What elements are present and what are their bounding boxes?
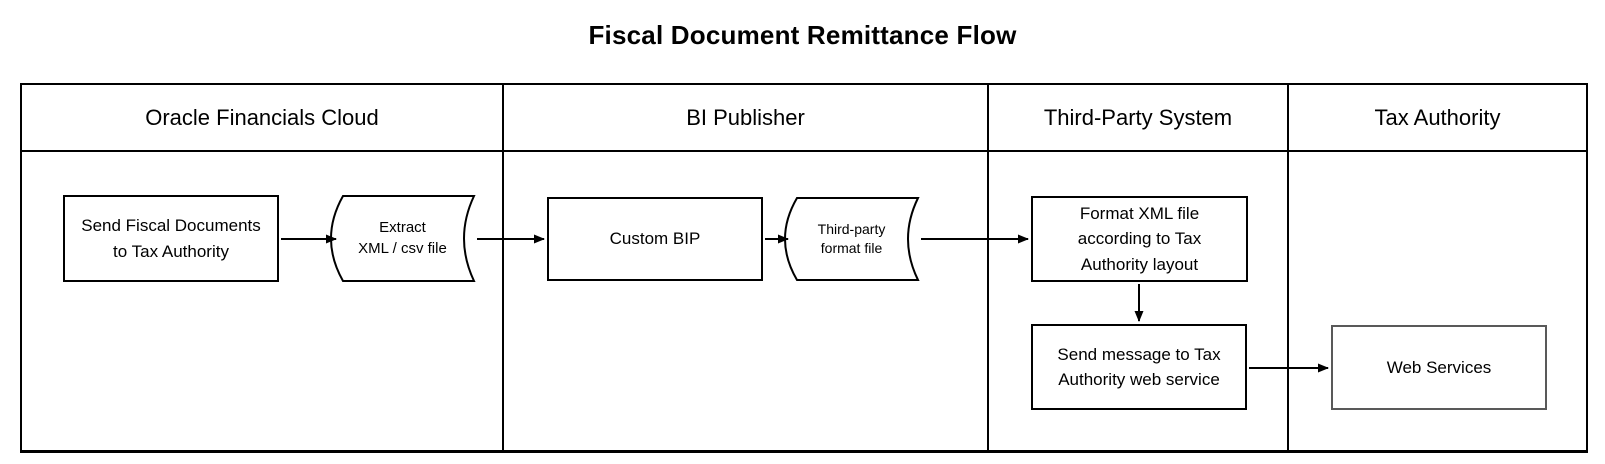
diagram-title: Fiscal Document Remittance Flow xyxy=(588,20,1017,50)
node-label-line: to Tax Authority xyxy=(113,241,229,261)
node-label-line: Authority web service xyxy=(1058,370,1220,389)
node-label-line: Web Services xyxy=(1386,357,1492,377)
node-format-xml-file: Format XML file according to Tax Authori… xyxy=(1031,196,1248,282)
node-label-line: Send message to Tax xyxy=(1057,344,1221,364)
lane-header-bi-publisher: BI Publisher xyxy=(504,85,987,152)
node-label-line: according to Tax xyxy=(1077,229,1202,249)
stored-data-shape xyxy=(784,197,920,281)
node-label-line: Authority layout xyxy=(1080,254,1199,274)
node-label: Extract XML / csv file xyxy=(329,195,476,282)
node-label: Third-party format file xyxy=(783,197,920,281)
node-label-line: Custom BIP xyxy=(609,229,701,249)
node-custom-bip: Custom BIP xyxy=(547,197,763,281)
node-label-line: Extract xyxy=(379,219,426,237)
lane-header-oracle-financials-cloud: Oracle Financials Cloud xyxy=(22,85,502,152)
node-label-line: Send Fiscal Documents xyxy=(81,216,261,235)
node-send-message: Send message to Tax Authority web servic… xyxy=(1031,324,1247,410)
node-extract-xml-csv-file: Extract XML / csv file xyxy=(329,195,476,282)
lane-header-tax-authority: Tax Authority xyxy=(1289,85,1586,152)
lane-header-third-party-system: Third-Party System xyxy=(989,85,1287,152)
node-label-line: XML / csv file xyxy=(358,239,447,257)
swimlane-table: Oracle Financials Cloud BI Publisher Thi… xyxy=(20,83,1588,453)
node-label-line: Third-party xyxy=(817,221,886,238)
node-label-line: format file xyxy=(820,240,883,256)
lane-oracle-financials-cloud: Oracle Financials Cloud xyxy=(22,85,504,450)
lane-third-party-system: Third-Party System xyxy=(989,85,1289,450)
node-third-party-format-file: Third-party format file xyxy=(783,197,920,281)
node-send-fiscal-documents: Send Fiscal Documents to Tax Authority xyxy=(63,195,279,282)
lane-tax-authority: Tax Authority xyxy=(1289,85,1586,450)
node-web-services: Web Services xyxy=(1331,325,1547,410)
stored-data-shape xyxy=(330,195,476,282)
lane-bi-publisher: BI Publisher xyxy=(504,85,989,450)
node-label-line: Format XML file xyxy=(1079,203,1200,223)
